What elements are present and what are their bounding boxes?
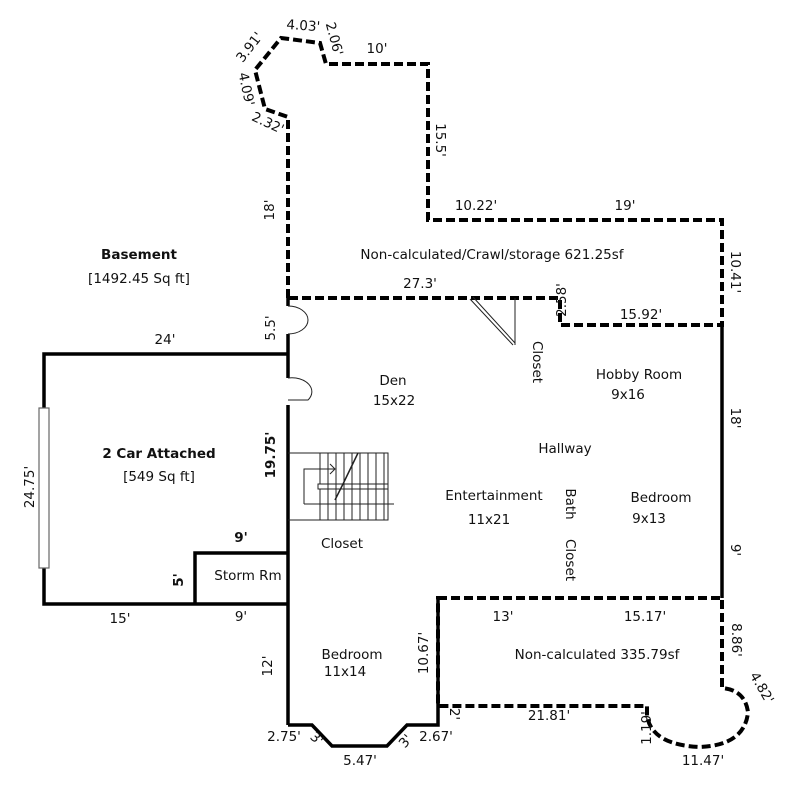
closet-right-label: Closet [562,539,578,581]
dim: 11.47' [682,753,724,769]
bedroom-right-label: Bedroom [630,490,691,506]
dim: 15' [110,611,131,627]
door-swing-lower [287,377,313,401]
dim: 8.86' [728,623,744,657]
dim: 21.81' [528,708,570,724]
dim: 24' [155,332,176,348]
dim: 1.19' [639,711,655,745]
dim: 2.58' [554,283,570,317]
dim: 13' [493,609,514,625]
dim: 15.5' [432,123,448,157]
garage-title: 2 Car Attached [102,446,215,462]
closet-door [469,296,516,346]
crawl-label: Non-calculated/Crawl/storage 621.25sf [360,247,624,263]
dim: 18' [262,200,278,221]
dim: 5' [171,573,187,587]
closet-top-label: Closet [529,341,545,383]
hallway-label: Hallway [538,441,591,457]
bedroom-right-size: 9x13 [632,511,666,527]
dim: 10.41' [727,251,743,293]
dim: 3.91' [233,29,266,65]
dim: 18' [727,408,743,429]
crawl-space-outline [252,35,724,327]
hobby-size: 9x16 [611,387,645,403]
dim: 9' [234,530,248,546]
dim: 10.22' [455,198,497,214]
den-label: Den [379,373,406,389]
bedroom-bottom-label: Bedroom [321,647,382,663]
dim: 2.75' [267,729,301,745]
noncalc-label: Non-calculated 335.79sf [515,647,681,663]
dim: 2.06' [322,21,346,58]
dim: 3' [307,729,327,749]
dim: 19.75' [263,432,279,479]
closet-stairs-label: Closet [321,536,363,552]
staircase [288,452,394,521]
dim: 5.47' [343,753,377,769]
dim: 10' [367,41,388,57]
basement-area: [1492.45 Sq ft] [88,271,190,287]
bath-label: Bath [562,488,578,519]
dim: 4.82' [746,669,777,706]
dim: 24.75' [22,466,38,508]
dim: 2' [446,708,462,720]
bedroom-bay-wall [288,598,440,748]
garage-door [38,407,50,569]
entertainment-size: 11x21 [468,512,510,528]
dim: 15.92' [620,307,662,323]
door-swing-top [287,305,309,335]
dim: 9' [235,609,247,625]
garage-area: [549 Sq ft] [123,469,195,485]
dim: 12' [260,656,276,677]
storm-label: Storm Rm [214,568,281,584]
dim: 5.5' [263,315,279,340]
bedroom-bottom-size: 11x14 [324,664,366,680]
dim: 19' [615,198,636,214]
dim: 9' [727,544,743,556]
den-size: 15x22 [373,393,415,409]
basement-title: Basement [101,247,177,263]
dim: 15.17' [624,609,666,625]
dim: 4.03' [286,17,321,35]
dim: 10.67' [416,632,432,674]
dim: 27.3' [403,276,437,292]
dim: 2.67' [419,729,453,745]
dim: 4.09' [235,71,258,107]
entertainment-label: Entertainment [445,488,542,504]
noncalc-outline [436,596,751,750]
hobby-label: Hobby Room [596,367,682,383]
